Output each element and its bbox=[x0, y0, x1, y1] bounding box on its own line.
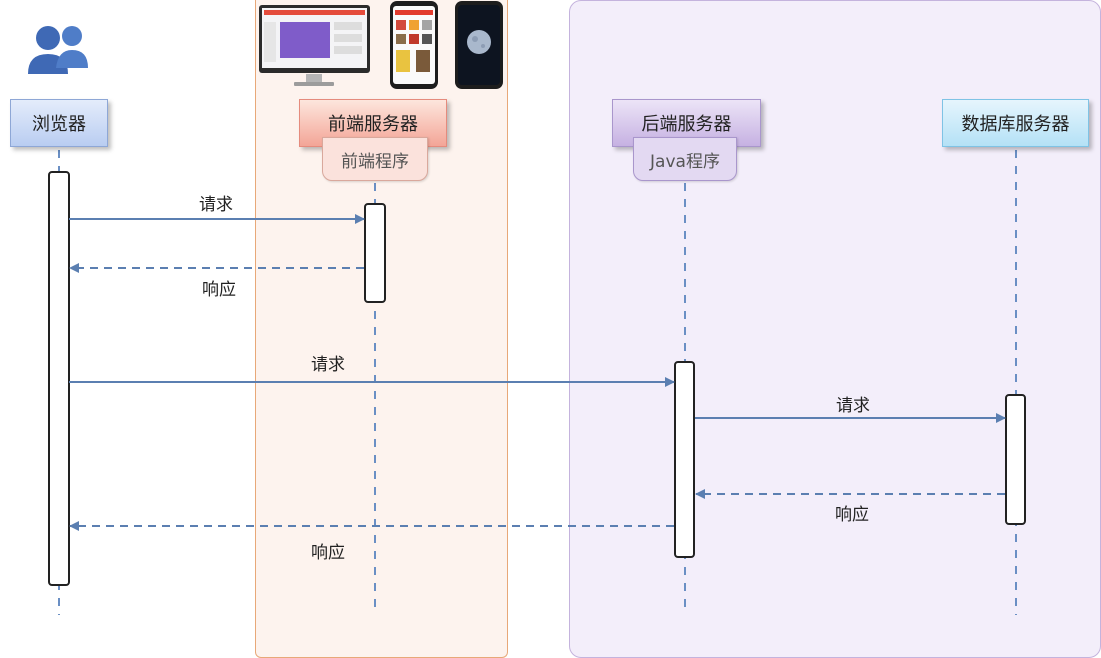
users-icon bbox=[28, 26, 88, 74]
request-label-3: 请求 bbox=[836, 396, 870, 416]
response-label-2: 响应 bbox=[311, 543, 345, 563]
database-activation bbox=[1005, 394, 1026, 525]
response-label-3: 响应 bbox=[835, 505, 869, 525]
actor-database-server: 数据库服务器 bbox=[942, 99, 1089, 147]
smartphone-moon-icon bbox=[455, 1, 503, 89]
request-label-2: 请求 bbox=[311, 355, 345, 375]
backend-activation bbox=[674, 361, 695, 558]
request-label-1: 请求 bbox=[199, 195, 233, 215]
response-label-1: 响应 bbox=[202, 280, 236, 300]
frontend-activation bbox=[364, 203, 386, 303]
browser-activation bbox=[48, 171, 70, 586]
backend-program-box: Java程序 bbox=[633, 137, 737, 181]
frontend-program-box: 前端程序 bbox=[322, 137, 428, 181]
actor-browser: 浏览器 bbox=[10, 99, 108, 147]
desktop-monitor-icon bbox=[259, 5, 370, 86]
smartphone-shop-icon bbox=[390, 1, 438, 89]
